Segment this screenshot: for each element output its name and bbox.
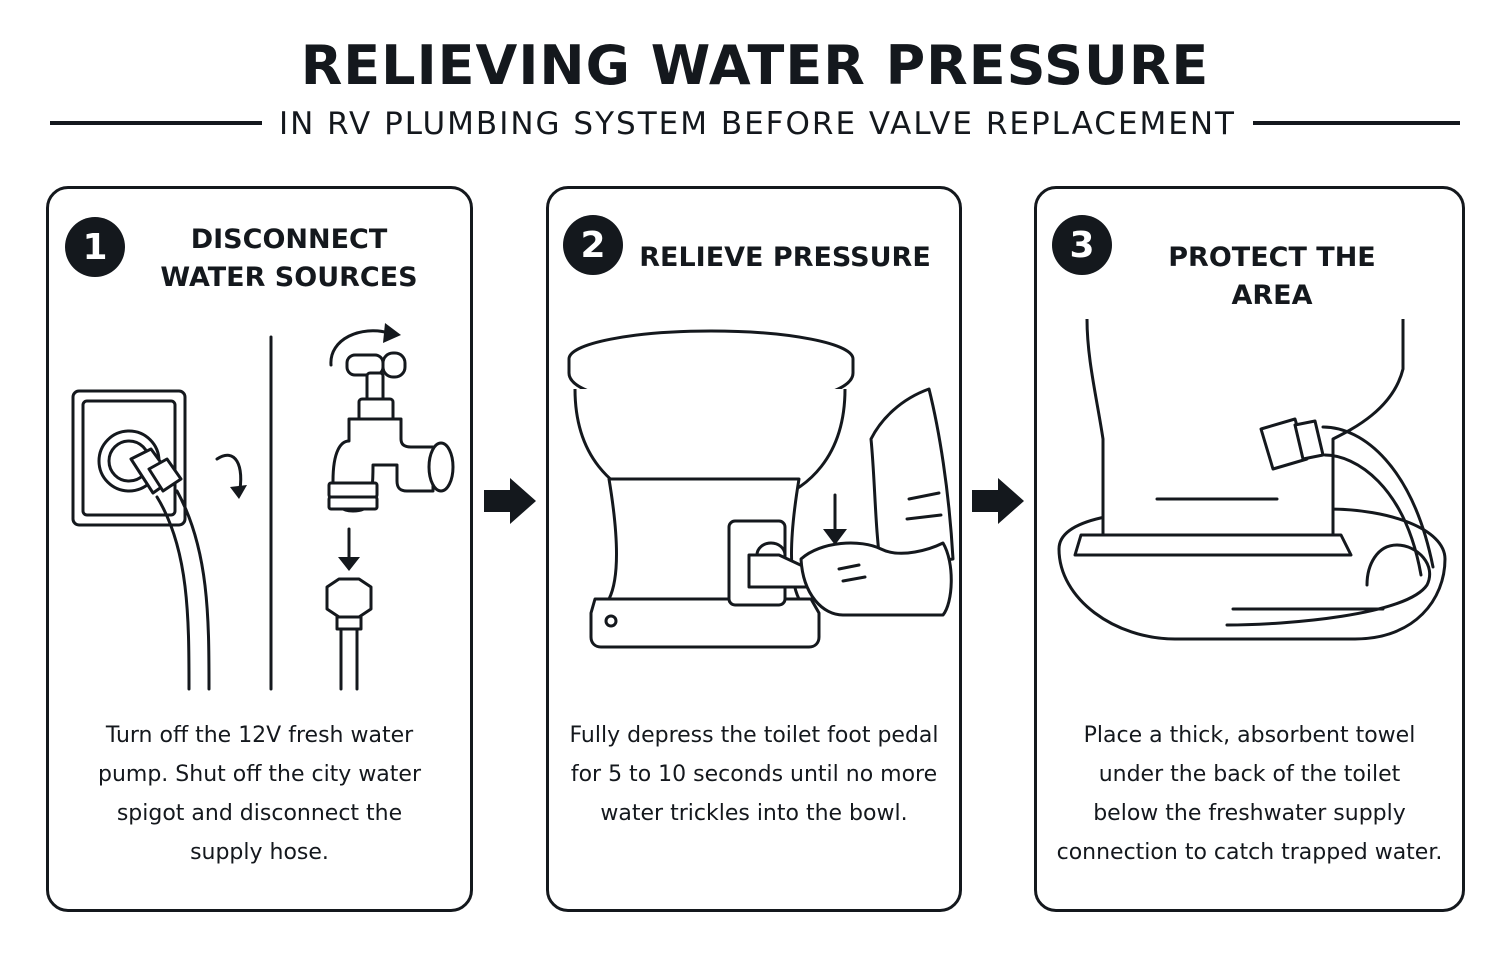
step-3-desc-line: Place a thick, absorbent towel [1083,723,1416,748]
step-1-title-line: WATER SOURCES [160,262,418,293]
step-1-number-badge: 1 [65,217,125,277]
toilet-foot-pedal-icon [567,329,955,649]
step-1-title-line: DISCONNECT [190,224,388,255]
page-title: RELIEVING WATER PRESSURE [300,34,1210,97]
step-2-number-badge: 2 [563,215,623,275]
towel-under-toilet-icon [1057,318,1447,641]
step-3-number-badge: 3 [1052,215,1112,275]
step-3-desc-line: below the freshwater supply [1093,801,1406,826]
step-2-desc-line: Fully depress the toilet foot pedal [569,723,939,748]
step-3-desc-line: under the back of the toilet [1098,762,1401,787]
step-2-desc-line: for 5 to 10 seconds until no more [570,762,938,787]
step-3-title-line: PROTECT THE AREA [1168,242,1376,311]
page-subtitle: IN RV PLUMBING SYSTEM BEFORE VALVE REPLA… [278,106,1236,142]
step-3-panel: 3 PROTECT THE AREA Place a thick, absorb… [1034,186,1465,912]
title-divider-left [50,121,262,125]
step-2-panel: 2 RELIEVE PRESSURE Fully depress the toi… [546,186,962,912]
next-step-arrow-icon [484,478,536,524]
water-inlet-and-spigot-icon [71,323,455,691]
step-1-panel: 1 DISCONNECT WATER SOURCES [46,186,473,912]
step-3-desc-line: connection to catch trapped water. [1056,840,1443,865]
step-2-title-line: RELIEVE PRESSURE [639,242,931,273]
step-1-desc-line: pump. Shut off the city water [98,762,421,787]
next-step-arrow-icon [972,478,1024,524]
step-2-desc-line: water trickles into the bowl. [600,801,908,826]
step-1-desc-line: spigot and disconnect the [116,801,403,826]
step-1-description: Turn off the 12V fresh water pump. Shut … [59,716,460,872]
step-1-desc-line: supply hose. [190,840,329,865]
title-divider-right [1253,121,1460,125]
step-2-description: Fully depress the toilet foot pedal for … [559,716,949,833]
step-1-desc-line: Turn off the 12V fresh water [105,723,414,748]
step-3-title: PROTECT THE AREA [1127,239,1417,315]
step-1-title: DISCONNECT WATER SOURCES [149,221,429,297]
step-3-description: Place a thick, absorbent towel under the… [1047,716,1452,872]
step-2-title: RELIEVE PRESSURE [635,239,935,277]
